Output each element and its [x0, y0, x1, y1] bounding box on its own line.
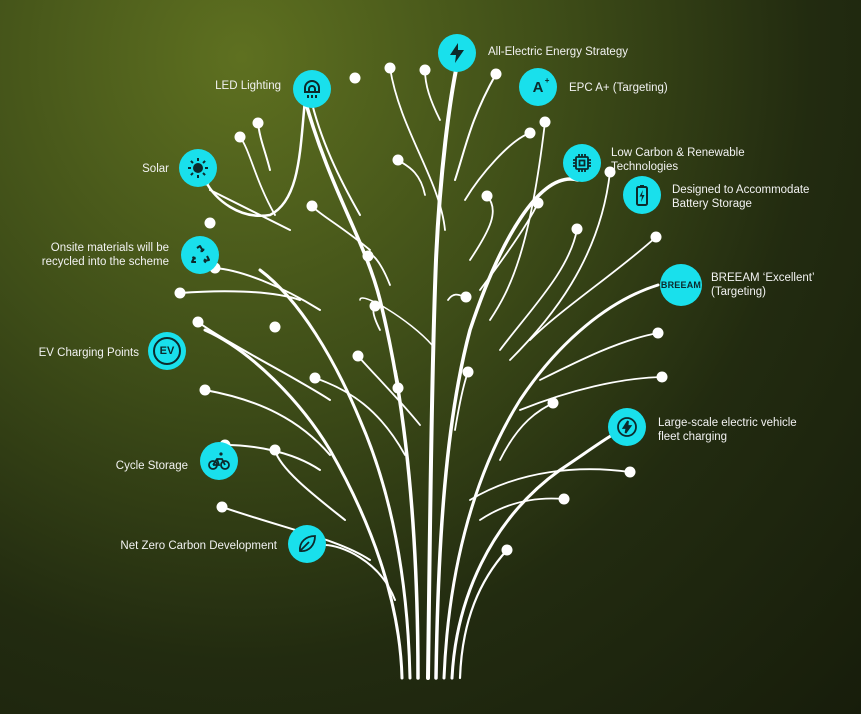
all-electric-icon-badge: [438, 34, 476, 72]
branch-end-dot: [370, 301, 381, 312]
cycle-icon-badge: [200, 442, 238, 480]
branch-end-dot: [572, 224, 583, 235]
branch-end-dot: [653, 328, 664, 339]
branch-end-dot: [540, 117, 551, 128]
branch-end-dot: [217, 502, 228, 513]
branch-end-dot: [533, 198, 544, 209]
ev-charger-icon: EV: [153, 337, 181, 365]
battery-icon: [630, 183, 654, 207]
fleet-icon-badge: [608, 408, 646, 446]
branch-end-dot: [270, 445, 281, 456]
branch-end-dot: [350, 73, 361, 84]
branch-end-dot: [363, 251, 374, 262]
led-label: LED Lighting: [215, 79, 281, 93]
branch-end-dot: [270, 322, 281, 333]
recycle-icon: [188, 243, 212, 267]
branch-end-dot: [502, 545, 513, 556]
tree-trunk-strand: [452, 428, 625, 678]
fleet-label: Large-scale electric vehicle fleet charg…: [658, 416, 797, 444]
all-electric-label: All-Electric Energy Strategy: [488, 45, 628, 59]
branch-end-dot: [548, 398, 559, 409]
branch-end-dot: [491, 69, 502, 80]
branch-end-dot: [205, 218, 216, 229]
epc-a-plus-icon: A+: [533, 79, 544, 96]
breeam-icon-badge: BREEAM: [660, 264, 702, 306]
branch-end-dot: [420, 65, 431, 76]
tree-branch: [198, 322, 330, 400]
tree-branch: [500, 403, 553, 460]
branch-end-dot: [193, 317, 204, 328]
tree-branch: [480, 498, 564, 520]
branch-end-dot: [235, 132, 246, 143]
tree-branch: [258, 123, 270, 170]
sun-icon: [186, 156, 210, 180]
tree-branch: [310, 95, 360, 215]
tree-branch: [390, 68, 445, 230]
recycle-label: Onsite materials will be recycled into t…: [42, 241, 169, 269]
branch-end-dot: [393, 155, 404, 166]
tree-branch: [312, 206, 370, 250]
chip-icon: [570, 151, 594, 175]
low-carbon-icon-badge: [563, 144, 601, 182]
light-bulb-icon: [300, 77, 324, 101]
ev-icon-badge: EV: [148, 332, 186, 370]
branch-end-dot: [651, 232, 662, 243]
tree-branch: [425, 70, 440, 120]
tree-branch: [520, 377, 662, 410]
tree-branch: [180, 291, 300, 300]
branch-end-dot: [310, 373, 321, 384]
cycle-label: Cycle Storage: [116, 459, 188, 473]
solar-icon-badge: [179, 149, 217, 187]
branch-end-dot: [559, 494, 570, 505]
tree-trunk-strand: [205, 330, 402, 678]
battery-icon-badge: [623, 176, 661, 214]
branch-end-dot: [175, 288, 186, 299]
low-carbon-label: Low Carbon & Renewable Technologies: [611, 146, 745, 174]
branch-end-dot: [353, 351, 364, 362]
tree-branch: [470, 196, 493, 260]
branch-end-dot: [393, 383, 404, 394]
tree-trunk-strand: [444, 285, 658, 678]
branch-end-dot: [482, 191, 493, 202]
breeam-icon: BREEAM: [661, 280, 701, 290]
epc-icon-badge: A+: [519, 68, 557, 106]
tree-branch: [240, 137, 275, 215]
net-zero-label: Net Zero Carbon Development: [120, 539, 277, 553]
bicycle-icon: [207, 449, 231, 473]
tree-branch: [358, 356, 420, 425]
branch-end-dot: [385, 63, 396, 74]
battery-label: Designed to Accommodate Battery Storage: [672, 183, 809, 211]
tree-branch: [455, 74, 496, 180]
tree-branch: [540, 333, 658, 380]
electric-charge-icon: [615, 415, 639, 439]
led-icon-badge: [293, 70, 331, 108]
tree-branch: [465, 133, 530, 200]
solar-label: Solar: [142, 162, 169, 176]
branch-end-dot: [463, 367, 474, 378]
branch-end-dot: [625, 467, 636, 478]
branch-end-dot: [200, 385, 211, 396]
ev-label: EV Charging Points: [39, 346, 139, 360]
net-zero-icon-badge: [288, 525, 326, 563]
epc-label: EPC A+ (Targeting): [569, 81, 668, 95]
branch-end-dot: [307, 201, 318, 212]
branch-end-dot: [253, 118, 264, 129]
tree-branch: [510, 172, 610, 360]
tree-branch: [398, 160, 425, 195]
lightning-bolt-icon: [445, 41, 469, 65]
tree-branch: [470, 469, 630, 500]
recycle-icon-badge: [181, 236, 219, 274]
branch-end-dot: [525, 128, 536, 139]
branch-end-dot: [461, 292, 472, 303]
branch-end-dot: [657, 372, 668, 383]
breeam-label: BREEAM ‘Excellent’ (Targeting): [711, 271, 815, 299]
tree-trunk-strand: [460, 550, 507, 678]
leaf-icon: [295, 532, 319, 556]
tree-branch: [205, 100, 305, 216]
